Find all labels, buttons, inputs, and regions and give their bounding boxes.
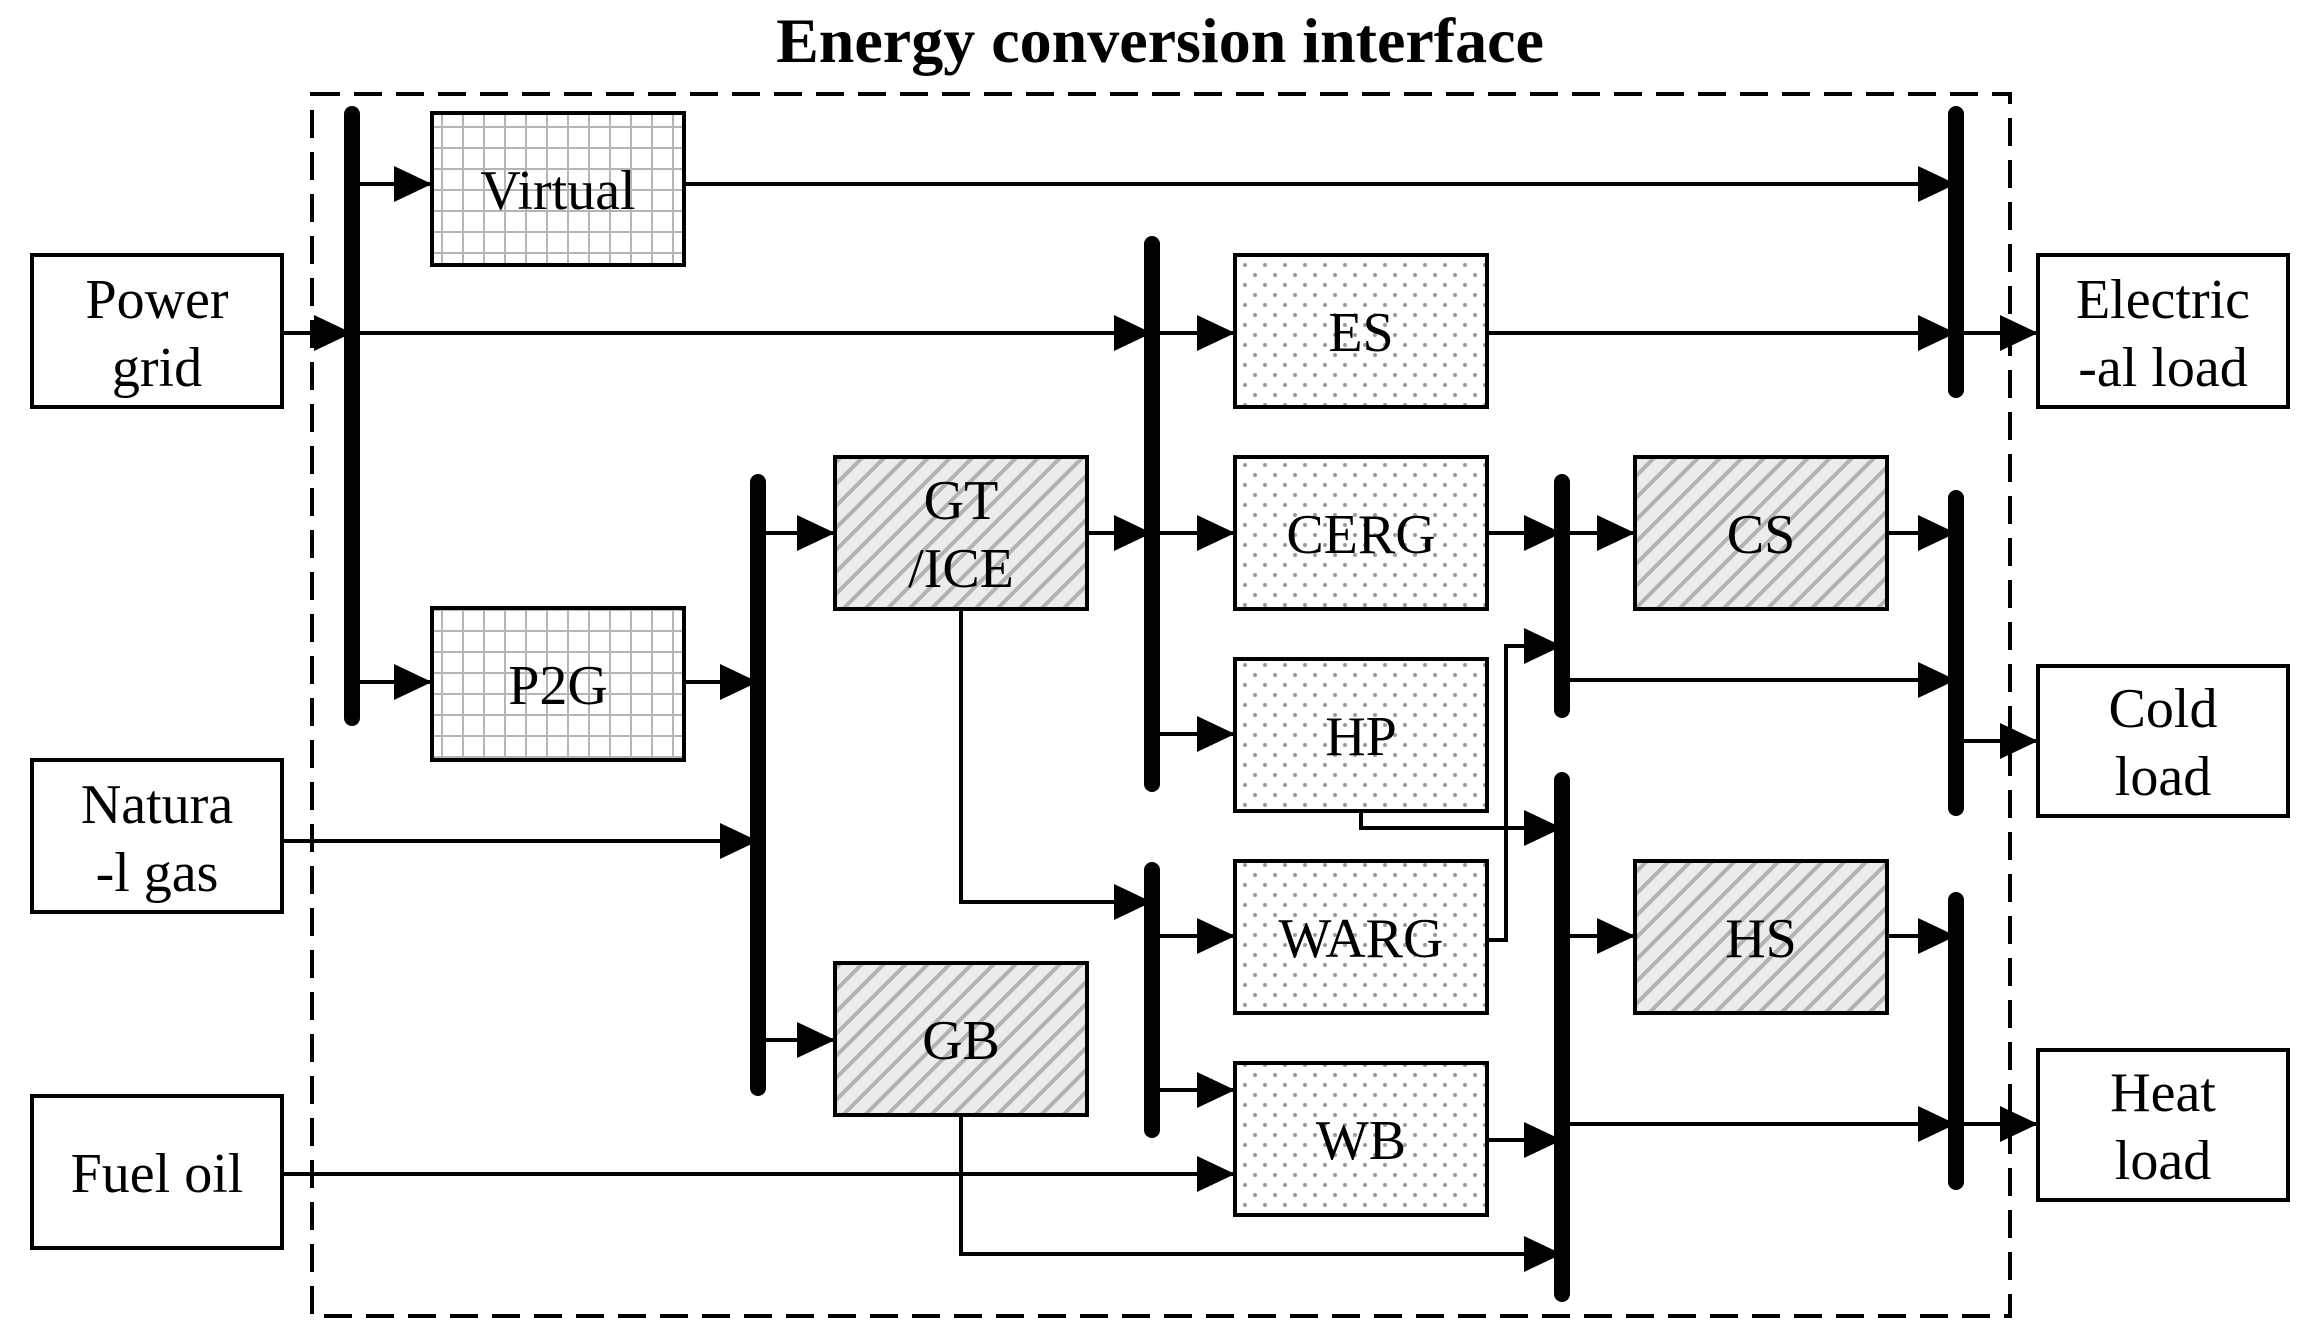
- svg-text:Heat: Heat: [2110, 1062, 2216, 1124]
- svg-text:CERG: CERG: [1286, 504, 1435, 566]
- svg-text:Power: Power: [85, 269, 228, 331]
- heat-collect-bus: [1554, 772, 1570, 1302]
- svg-text:Fuel oil: Fuel oil: [71, 1143, 244, 1205]
- virtual-box: Virtual: [430, 111, 686, 267]
- wb-box: WB: [1233, 1061, 1489, 1217]
- svg-text:-al load: -al load: [2078, 337, 2247, 399]
- svg-text:Natura: Natura: [81, 774, 234, 836]
- cs-box: CS: [1633, 455, 1889, 611]
- electrical-load-box: Electric -al load: [2036, 253, 2290, 409]
- fuel-oil-box: Fuel oil: [30, 1094, 284, 1250]
- natural-gas-box: Natura -l gas: [30, 758, 284, 914]
- svg-text:grid: grid: [112, 337, 202, 399]
- svg-text:HS: HS: [1725, 908, 1797, 970]
- warg-box: WARG: [1233, 859, 1489, 1015]
- svg-text:/ICE: /ICE: [908, 538, 1014, 600]
- heat-mid-bus: [1144, 862, 1160, 1138]
- electric-output-bus: [1948, 106, 1964, 398]
- cold-output-bus: [1948, 490, 1964, 816]
- svg-text:load: load: [2115, 746, 2211, 808]
- svg-text:HP: HP: [1325, 706, 1397, 768]
- gas-bus: [750, 474, 766, 1096]
- svg-text:GT: GT: [924, 470, 999, 532]
- svg-text:GB: GB: [922, 1010, 1000, 1072]
- cold-load-box: Cold load: [2036, 664, 2290, 818]
- svg-text:WARG: WARG: [1279, 908, 1444, 970]
- gb-box: GB: [833, 961, 1089, 1117]
- gt-ice-box: GT /ICE: [833, 455, 1089, 611]
- heat-load-box: Heat load: [2036, 1048, 2290, 1202]
- svg-text:Electric: Electric: [2076, 269, 2250, 331]
- hp-box: HP: [1233, 657, 1489, 813]
- svg-text:CS: CS: [1727, 504, 1796, 566]
- power-grid-box: Power grid: [30, 253, 284, 409]
- es-box: ES: [1233, 253, 1489, 409]
- cerg-box: CERG: [1233, 455, 1489, 611]
- hs-box: HS: [1633, 859, 1889, 1015]
- interface-boundary: [310, 92, 2012, 1318]
- svg-text:ES: ES: [1328, 302, 1393, 364]
- svg-text:WB: WB: [1316, 1110, 1406, 1172]
- electric-mid-bus: [1144, 236, 1160, 792]
- connection-lines: [282, 166, 2038, 1272]
- svg-text:Virtual: Virtual: [480, 160, 635, 222]
- svg-text:-l gas: -l gas: [96, 842, 219, 904]
- svg-text:Cold: Cold: [2109, 678, 2218, 740]
- p2g-box: P2G: [430, 606, 686, 762]
- electric-input-bus: [344, 106, 360, 726]
- svg-text:load: load: [2115, 1130, 2211, 1192]
- svg-text:P2G: P2G: [508, 655, 608, 717]
- diagram-title: Energy conversion interface: [776, 5, 1544, 76]
